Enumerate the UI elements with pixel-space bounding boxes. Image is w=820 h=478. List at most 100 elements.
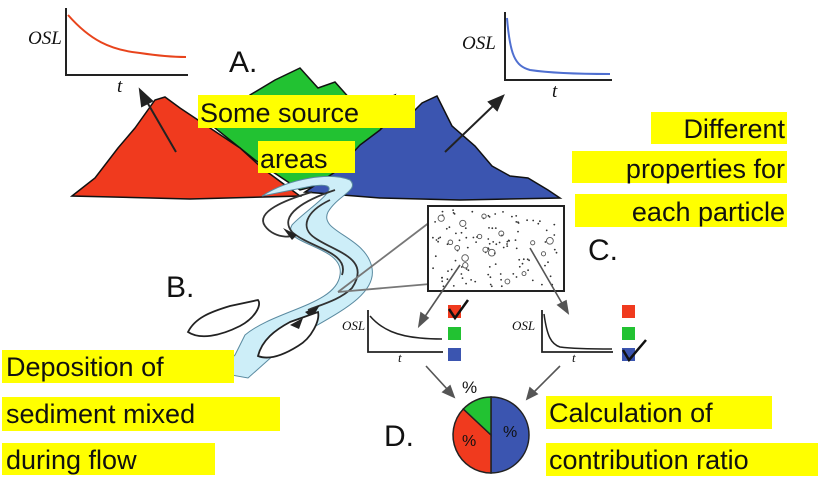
osl-plot-particle-2: OSL t (512, 310, 613, 365)
blue-source-area (302, 95, 563, 201)
particle-dot (435, 239, 438, 241)
particle-dot (537, 222, 540, 225)
particle-dot (446, 243, 449, 246)
plot-ylabel: OSL (462, 33, 496, 54)
particle-dot (502, 211, 504, 213)
checkmark-icon (447, 299, 470, 321)
particle-dot (522, 258, 525, 261)
particle-dot (491, 227, 494, 230)
particle-dot (547, 261, 549, 264)
particle-grain (481, 213, 487, 219)
decay-curve-particle-1 (369, 315, 443, 340)
particle-dot (467, 269, 470, 272)
particle-dot (472, 236, 475, 239)
particle-dot (518, 258, 521, 261)
particle-dot (494, 227, 497, 230)
particle-dot (555, 251, 558, 254)
particle-dot (506, 243, 508, 245)
plot-axes (504, 12, 612, 81)
deposit-arrowhead (290, 318, 303, 329)
plot-ylabel: OSL (342, 318, 365, 333)
particle-dot (488, 242, 491, 245)
sample-particles (432, 209, 558, 288)
particle-dot (488, 216, 491, 218)
particle-grain (546, 236, 554, 245)
particle-dot (494, 263, 497, 265)
particle-dot (460, 273, 463, 275)
pie-slice (490, 396, 530, 474)
particle-dot (490, 285, 493, 288)
decay-curve-red (67, 14, 187, 58)
particle-dot (475, 241, 477, 244)
particle-dot (489, 283, 492, 286)
plot-axes (541, 310, 613, 353)
caption-properties: Different properties for each particle (572, 112, 787, 227)
osl-plot-blue: OSL t (462, 12, 612, 102)
particle-dot (506, 240, 509, 243)
particle-grain (540, 251, 547, 257)
particle-grain (461, 254, 469, 262)
pie-percent-top: % (462, 378, 477, 397)
caption-calculation: Calculation of contribution ratio (546, 396, 818, 476)
flow-arrowhead-1 (283, 228, 297, 240)
particle-dot (507, 239, 510, 242)
green-square (448, 327, 461, 340)
red-source-area (69, 96, 303, 200)
pie-slice-label: % (462, 433, 476, 450)
particle-grain (454, 245, 461, 251)
particle-dot (442, 285, 445, 288)
particle-dot (434, 221, 436, 223)
deposit-left (186, 299, 260, 338)
arrow-particle-to-plot-2 (529, 247, 570, 315)
particle-dot (495, 243, 498, 246)
arrow-to-pie-right (525, 365, 561, 401)
particle-dot (539, 220, 541, 223)
particle-dot (448, 226, 451, 229)
particle-dot (531, 279, 534, 282)
particle-dot (487, 238, 490, 240)
particle-dot (489, 276, 492, 279)
osl-plot-particle-1: OSL t (342, 310, 443, 365)
caption-deposition: Deposition of sediment mixed during flow (2, 350, 280, 475)
particle-dot (544, 241, 547, 243)
particle-dot (458, 239, 461, 242)
particle-dot (452, 209, 454, 212)
particle-dot (541, 283, 543, 286)
plot-axes (367, 310, 443, 353)
label-c: C. (588, 234, 618, 267)
particle-dot (465, 282, 467, 285)
particle-dot (452, 212, 455, 214)
particle-dot (532, 219, 535, 222)
particle-dot (553, 248, 556, 251)
particle-grain (459, 219, 467, 227)
arrow-particle-to-plot-1 (417, 264, 461, 329)
source-selector-1 (447, 299, 470, 361)
contribution-pie-chart: %% (452, 396, 530, 474)
particle-dot (488, 227, 490, 229)
decay-curve-blue (506, 17, 611, 75)
arrow-red-to-plot (138, 87, 177, 153)
particle-dot (494, 213, 497, 215)
particle-dot (432, 267, 434, 270)
particle-grain (521, 271, 527, 277)
label-d: D. (384, 420, 414, 453)
caption-deposition-line3: during flow (6, 445, 137, 475)
pie-slice-label: % (503, 424, 517, 441)
particle-dot (517, 222, 520, 224)
particle-dot (545, 229, 548, 232)
particle-dot (515, 221, 518, 223)
particle-grain (462, 262, 469, 269)
label-b: B. (166, 271, 194, 304)
particle-dot (446, 278, 449, 281)
particle-dot (464, 227, 467, 230)
particle-dot (500, 278, 502, 281)
arrow-blue-to-plot (444, 94, 505, 153)
particle-dot (454, 259, 457, 262)
particle-dot (521, 262, 524, 265)
red-square (622, 305, 635, 318)
caption-properties-line2: properties for (626, 154, 785, 184)
particle-dot (461, 277, 464, 279)
particle-dot (434, 255, 437, 258)
particle-dot (441, 280, 444, 283)
